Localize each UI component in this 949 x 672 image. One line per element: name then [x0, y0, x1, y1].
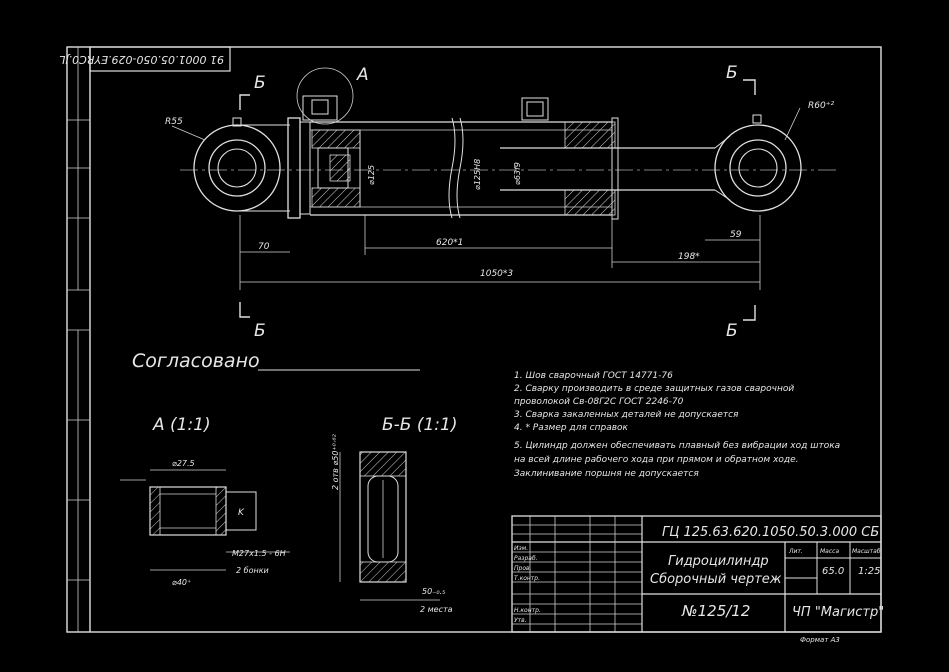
- note-line: 1. Шов сварочный ГОСТ 14771-76: [514, 371, 673, 381]
- note-line: Заклинивание поршня не допускается: [514, 469, 699, 479]
- section-mark-top-right: Б: [726, 63, 738, 83]
- view-a-detail: [120, 469, 290, 571]
- view-a-k: K: [238, 508, 245, 518]
- section-mark-bottom-left: Б: [254, 321, 266, 341]
- left-margin-stamps: [67, 47, 90, 632]
- title-row-label: Изм.: [514, 545, 528, 552]
- port-a-boss: [302, 95, 338, 121]
- dim-59: 59: [730, 230, 742, 240]
- section-note: 2 места: [420, 605, 453, 614]
- cylinder-assembly: [171, 67, 840, 321]
- title-row-label: Т.контр.: [514, 575, 540, 582]
- dim-620: 620*1: [436, 238, 463, 248]
- title-row-label: Н.контр.: [514, 607, 541, 614]
- title-designation: ГЦ 125.63.620.1050.50.3.000 СБ: [662, 525, 879, 540]
- title-scale: 1:25: [858, 566, 880, 577]
- title-scale-header: Масштаб: [852, 548, 881, 555]
- sheet-frame: [66, 46, 882, 633]
- dim-d125: ⌀125: [367, 165, 376, 185]
- right-eye: [714, 124, 802, 212]
- dim-d125h8: ⌀125H8: [473, 159, 482, 190]
- dim-1050: 1050*3: [480, 269, 513, 279]
- title-row-label: Утв.: [514, 617, 527, 624]
- title-lit-header: Лит.: [788, 548, 803, 555]
- technical-notes: 1. Шов сварочный ГОСТ 14771-76 2. Сварку…: [514, 371, 840, 479]
- note-line: на всей длине рабочего хода при прямом и…: [514, 455, 799, 465]
- note-line: 5. Цилиндр должен обеспечивать плавный б…: [514, 441, 840, 451]
- title-row-label: Разраб.: [514, 555, 538, 562]
- note-line: 4. * Размер для справок: [514, 423, 629, 433]
- title-name-line2: Сборочный чертеж: [650, 572, 782, 587]
- title-mass: 65.0: [822, 566, 844, 577]
- view-a-title: А (1:1): [152, 415, 211, 435]
- title-format: Формат А3: [800, 636, 840, 644]
- approved-label: Согласовано: [132, 350, 260, 372]
- dim-198: 198*: [678, 252, 700, 262]
- note-line: 2. Сварку производить в среде защитных г…: [514, 384, 794, 394]
- section-dim: 2 отв ⌀50⁺⁰·⁶²: [331, 433, 340, 490]
- section-mark-bottom-right: Б: [726, 321, 738, 341]
- title-mass-header: Масса: [820, 548, 839, 555]
- title-block: [511, 515, 882, 633]
- section-bb-detail: [339, 451, 440, 601]
- title-company: ЧП "Магистр": [792, 605, 884, 620]
- left-eye: [193, 124, 281, 212]
- note-line: проволокой Св-08Г2С ГОСТ 2246-70: [514, 397, 684, 407]
- section-title: Б-Б (1:1): [382, 415, 458, 435]
- title-number: №125/12: [681, 602, 750, 620]
- view-mark-a: А: [356, 65, 369, 85]
- stamp-top-text: 91 0001.05.050-029.EYRC0.JL: [59, 53, 224, 66]
- dim-70: 70: [258, 242, 270, 252]
- dim-r55: R55: [165, 117, 183, 127]
- title-name-line1: Гидроцилиндр: [668, 554, 769, 569]
- title-row-label: Пров.: [514, 565, 532, 572]
- section-dim50: 50₋₀.₅: [422, 587, 445, 596]
- section-mark-top-left: Б: [254, 73, 266, 93]
- dim-d63f9: ⌀63f9: [513, 162, 522, 185]
- view-a-d27: ⌀27.5: [172, 459, 195, 468]
- view-a-note: 2 бонки: [236, 566, 269, 575]
- view-a-d40: ⌀40⁺: [172, 578, 191, 587]
- view-a-thread: М27х1.5 - 6Н: [232, 549, 286, 558]
- title-row-labels: Изм. Разраб. Пров. Т.контр. Н.контр. Утв…: [514, 545, 541, 624]
- dim-r60: R60⁺²: [808, 101, 834, 111]
- note-line: 3. Сварка закаленных деталей не допускае…: [514, 410, 739, 420]
